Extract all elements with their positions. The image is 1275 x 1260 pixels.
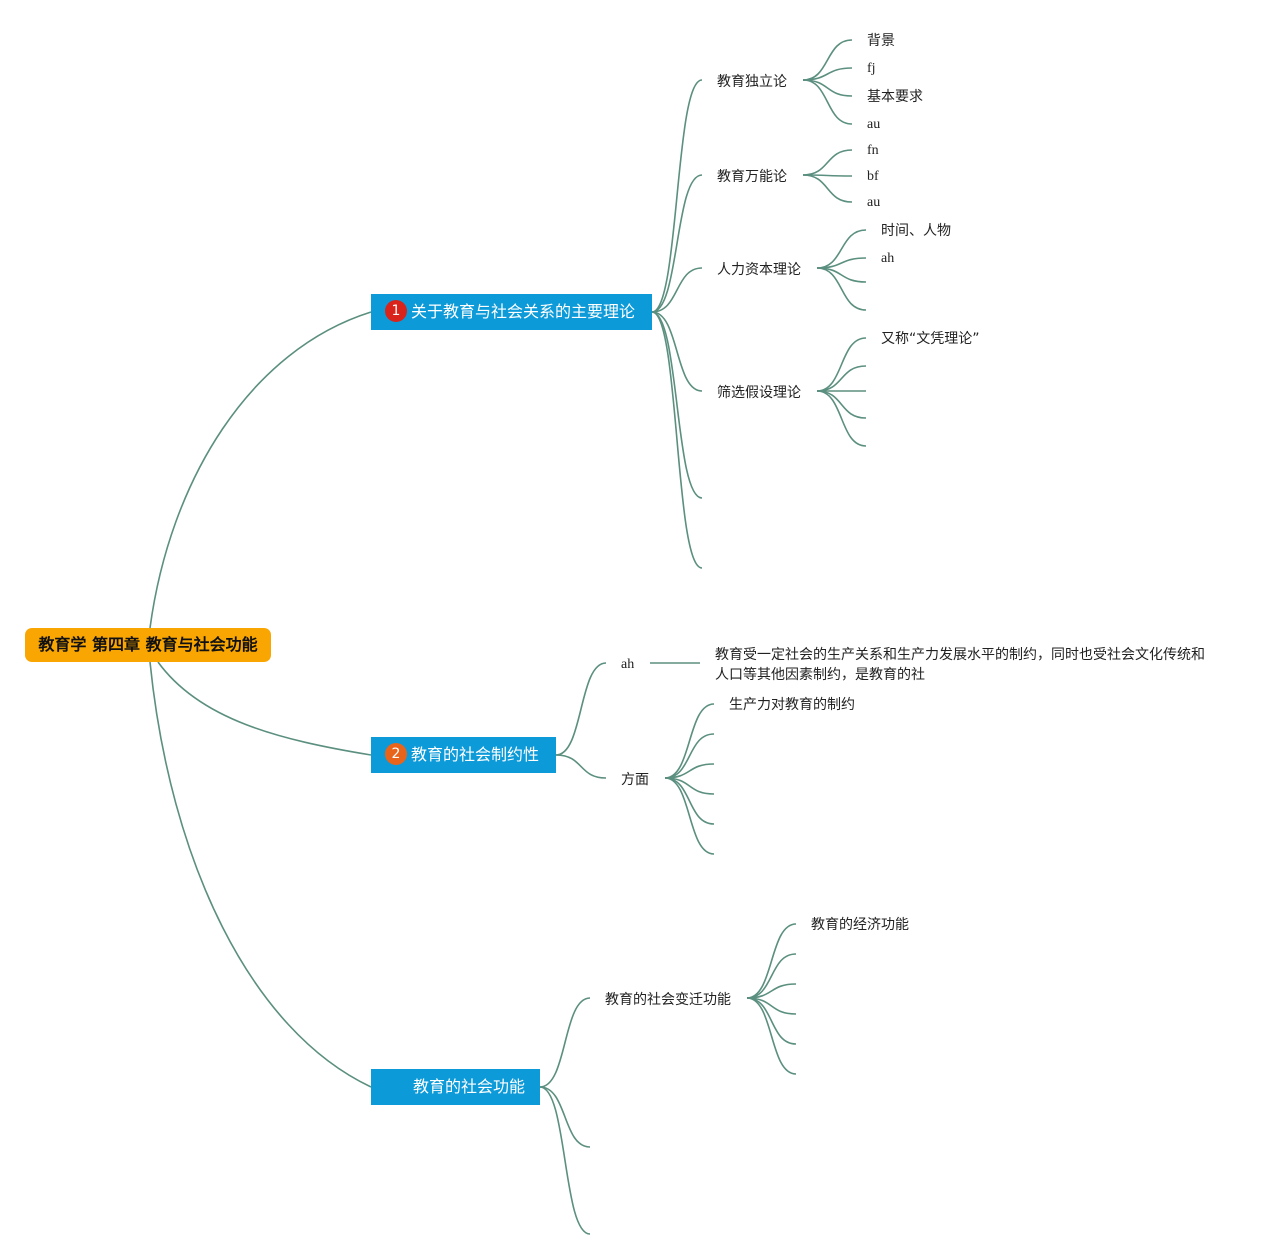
leaf-economic-function[interactable]: 教育的经济功能 [811,917,909,933]
leaf-fj[interactable]: fj [867,61,876,76]
connector-screening-leaf [816,390,867,447]
connector-topic1-branch [651,311,703,392]
note-social-constraint[interactable]: 教育受一定社会的生产关系和生产力发展水平的制约，同时也受社会文化传统和人口等其他… [715,647,1205,683]
connector-screening-leaf [816,337,867,392]
connector-aspects-leaf [664,733,715,779]
topic-label: 关于教育与社会关系的主要理论 [411,302,636,321]
number-badge-1: 1 [385,299,407,322]
connector-topic1-branch [651,311,703,499]
leaf-diploma-theory[interactable]: 又称“文凭理论” [881,331,980,347]
leaf-fn[interactable]: fn [867,143,879,158]
leaf-time-people[interactable]: 时间、人物 [881,223,951,239]
connector-independence-leaf [802,79,853,125]
connector-social-change-leaf [746,953,797,999]
connector-root-topic2 [157,661,372,756]
leaf-background[interactable]: 背景 [867,33,895,49]
topic-label: 教育的社会功能 [413,1077,526,1096]
subtopic-social-change-function[interactable]: 教育的社会变迁功能 [605,992,731,1008]
connector-independence-leaf [802,79,853,97]
root-topic[interactable]: 教育学 第四章 教育与社会功能 [25,628,271,662]
connector-omnipotence-leaf [802,149,853,176]
connector-topic2-branch [555,662,607,756]
connector-screening-leaf [816,390,867,419]
connector-social-change-leaf [746,923,797,999]
connector-root-topic3 [149,661,372,1088]
topic-social-function[interactable]: 教育的社会功能 [371,1069,540,1105]
connector-aspects-leaf [664,777,715,855]
connector-topic2-branch [555,754,607,779]
subtopic-aspects[interactable]: 方面 [621,772,649,788]
connector-screening-leaf [816,365,867,392]
subtopic-screening-hypothesis[interactable]: 筛选假设理论 [717,385,801,401]
connector-social-change-leaf [746,997,797,1075]
subtopic-human-capital[interactable]: 人力资本理论 [717,262,801,278]
leaf-bf[interactable]: bf [867,169,879,184]
connector-topic1-branch [651,174,703,313]
subtopic-ah[interactable]: ah [621,657,635,672]
connector-topic1-branch [651,79,703,313]
connector-topic3-branch [539,997,591,1088]
number-badge-2: 2 [385,742,407,765]
connector-omnipotence-leaf [802,174,853,203]
subtopic-education-omnipotence[interactable]: 教育万能论 [717,169,787,185]
leaf-productivity-constraint[interactable]: 生产力对教育的制约 [729,697,855,713]
connector-topic3-branch [539,1086,591,1148]
subtopic-education-independence[interactable]: 教育独立论 [717,74,787,90]
connector-topic1-branch [651,267,703,313]
connector-topic3-branch [539,1086,591,1235]
topic-label: 教育的社会制约性 [411,745,540,764]
leaf-basic-requirements[interactable]: 基本要求 [867,89,923,105]
leaf-au[interactable]: au [867,195,881,210]
leaf-au[interactable]: au [867,117,881,132]
connector-root-topic1 [149,311,372,629]
connector-topic1-branch [651,311,703,569]
connector-aspects-leaf [664,703,715,779]
connector-human-capital-leaf [816,267,867,311]
leaf-ah[interactable]: ah [881,251,895,266]
